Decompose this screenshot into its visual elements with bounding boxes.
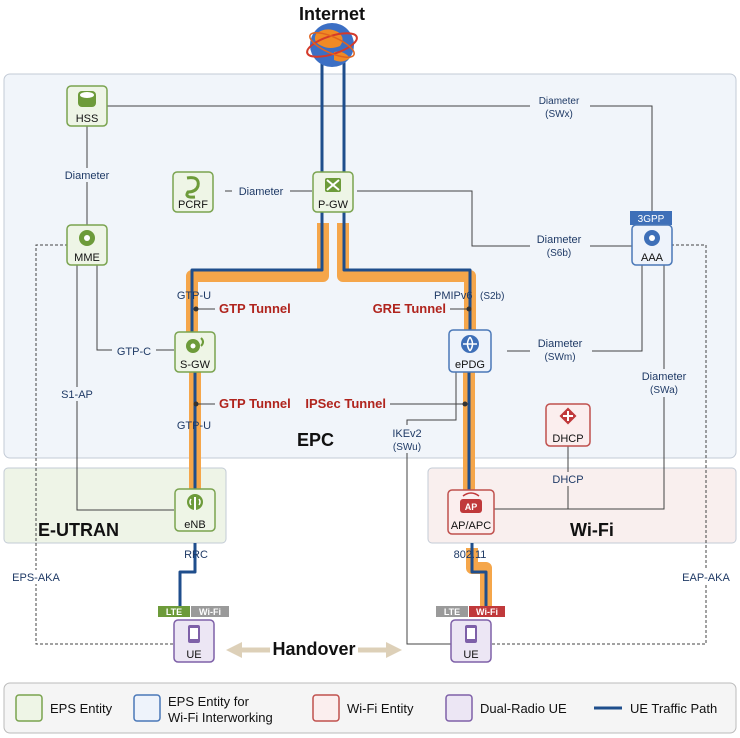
gtpc-label: GTP-C	[117, 346, 151, 358]
tunnel-markers	[193, 306, 472, 407]
legend-wifi: Wi-Fi Entity	[347, 701, 414, 716]
mme-label: MME	[74, 252, 100, 264]
ue-left-node[interactable]: LTE Wi-Fi UE	[158, 606, 229, 663]
legend-ue: Dual-Radio UE	[480, 701, 567, 716]
epdg-node[interactable]: ePDG	[448, 329, 492, 373]
ap-label: AP/APC	[451, 520, 491, 532]
3gpp-badge	[630, 211, 672, 225]
smartphone-icon	[188, 625, 200, 643]
dhcp-link-label: DHCP	[552, 474, 583, 486]
link-labels: Diameter (SWx) Diameter Diameter Diamete…	[8, 95, 734, 584]
hss-node[interactable]: HSS	[66, 85, 108, 127]
aaa-node[interactable]: 3GPP AAA	[630, 211, 673, 266]
mme-node[interactable]: MME	[66, 224, 108, 266]
s2b-ref: (S2b)	[480, 291, 504, 302]
legend-interworking-line1: EPS Entity for	[168, 694, 250, 709]
internet-globe-icon	[306, 23, 358, 67]
legend: EPS Entity EPS Entity for Wi-Fi Interwor…	[3, 682, 737, 734]
gtpu-bottom-label: GTP-U	[177, 420, 211, 432]
swx-ref: (SWx)	[545, 109, 573, 120]
router-icon	[325, 178, 341, 192]
ue-left-wifi: Wi-Fi	[199, 607, 221, 617]
handover-arrow-icon	[226, 640, 402, 660]
gre-tunnel: GRE Tunnel	[373, 301, 446, 316]
lte-tag	[158, 606, 190, 617]
pgw-label: P-GW	[318, 199, 349, 211]
sgw-node[interactable]: S-GW	[174, 331, 216, 373]
eutran-label: E-UTRAN	[38, 520, 119, 540]
ue-right-lte: LTE	[444, 607, 460, 617]
ue-right-label: UE	[463, 649, 478, 661]
legend-swatch-ue	[445, 694, 473, 722]
gear-icon	[79, 230, 95, 246]
s6b-ref: (S6b)	[547, 248, 571, 259]
enb-node[interactable]: eNB	[174, 488, 216, 532]
ue-left-label: UE	[186, 649, 201, 661]
hss-mme-label: Diameter	[65, 170, 110, 182]
traffic-path	[178, 60, 488, 606]
globe-network-icon	[461, 335, 479, 353]
internet-label: Internet	[299, 4, 365, 24]
ikev2-label: IKEv2	[392, 428, 421, 440]
pcrf-label: Diameter	[239, 186, 284, 198]
smartphone-icon	[465, 625, 477, 643]
aaa-label: AAA	[641, 252, 664, 264]
wifi-label: Wi-Fi	[570, 520, 614, 540]
legend-swatch-interworking	[133, 694, 161, 722]
pcrf-label: PCRF	[178, 199, 208, 211]
epc-label: EPC	[297, 430, 334, 450]
legend-path: UE Traffic Path	[630, 701, 717, 716]
dhcp-node[interactable]: DHCP	[545, 403, 591, 447]
swm-ref: (SWm)	[544, 352, 575, 363]
gear-signal-icon	[186, 337, 204, 353]
policy-icon	[185, 176, 200, 199]
ue-right-wifi: Wi-Fi	[476, 607, 498, 617]
legend-eps: EPS Entity	[50, 701, 113, 716]
antenna-icon	[187, 494, 203, 510]
wifi-tag	[191, 606, 229, 617]
aaa-badge-label: 3GPP	[638, 214, 665, 225]
ap-badge-label: AP	[465, 502, 478, 512]
gtp-tunnel-bottom: GTP Tunnel	[219, 396, 291, 411]
legend-swatch-eps	[15, 694, 43, 722]
wifi-tag	[469, 606, 505, 617]
legend-swatch-wifi	[312, 694, 340, 722]
ipsec-tunnel: IPSec Tunnel	[305, 396, 386, 411]
database-icon	[78, 91, 96, 107]
wifi80211-label: 802.11	[454, 549, 487, 561]
swu-ref: (SWu)	[393, 442, 421, 453]
pmip-label: PMIPv6	[434, 290, 473, 302]
legend-interworking-line2: Wi-Fi Interworking	[168, 710, 273, 725]
swa-label: Diameter	[642, 371, 687, 383]
ue-right-node[interactable]: LTE Wi-Fi UE	[436, 606, 505, 663]
swx-label: Diameter	[539, 96, 580, 107]
eps-aka-label: EPS-AKA	[12, 572, 60, 584]
pcrf-node[interactable]: PCRF	[172, 171, 214, 213]
ap-node[interactable]: AP AP/APC	[447, 489, 495, 535]
gear-icon	[644, 230, 660, 246]
enb-label: eNB	[184, 519, 205, 531]
gtpu-top-label: GTP-U	[177, 290, 211, 302]
ue-left-lte: LTE	[166, 607, 182, 617]
eutran-region	[3, 467, 227, 544]
eap-aka-label: EAP-AKA	[682, 572, 730, 584]
handover-label: Handover	[272, 639, 355, 659]
s1ap-label: S1-AP	[61, 389, 93, 401]
sgw-label: S-GW	[180, 359, 211, 371]
access-point-icon	[460, 492, 482, 513]
swa-ref: (SWa)	[650, 385, 678, 396]
lte-tag	[436, 606, 468, 617]
gtp-tunnel-top: GTP Tunnel	[219, 301, 291, 316]
dhcp-server-icon	[559, 407, 577, 425]
s6b-label: Diameter	[537, 234, 582, 246]
swm-label: Diameter	[538, 338, 583, 350]
rrc-label: RRC	[184, 549, 208, 561]
epdg-label: ePDG	[455, 359, 485, 371]
wifi-region	[427, 467, 737, 544]
pgw-node[interactable]: P-GW	[312, 171, 354, 213]
hss-label: HSS	[76, 113, 99, 125]
dhcp-label: DHCP	[552, 433, 583, 445]
